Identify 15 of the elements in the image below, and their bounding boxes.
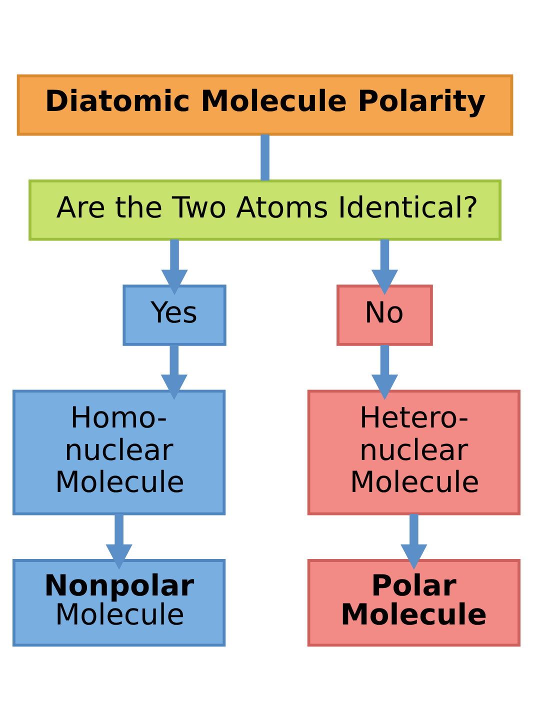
arrow	[106, 514, 132, 570]
node-box: Diatomic Molecule Polarity	[16, 74, 514, 136]
arrow	[400, 514, 428, 570]
connector	[260, 134, 270, 181]
arrow	[161, 239, 188, 296]
arrow	[371, 345, 398, 400]
node-box: Nonpolar Molecule	[12, 559, 226, 647]
arrow	[160, 345, 188, 400]
node-box: Yes	[122, 284, 226, 346]
node-box: No	[336, 284, 433, 346]
node-box: Hetero- nuclear Molecule	[307, 390, 520, 516]
node-box: Homo- nuclear Molecule	[12, 390, 226, 516]
arrow	[371, 239, 398, 296]
node-box: Polar Molecule	[307, 559, 520, 647]
node-box: Are the Two Atoms Identical?	[28, 179, 502, 241]
